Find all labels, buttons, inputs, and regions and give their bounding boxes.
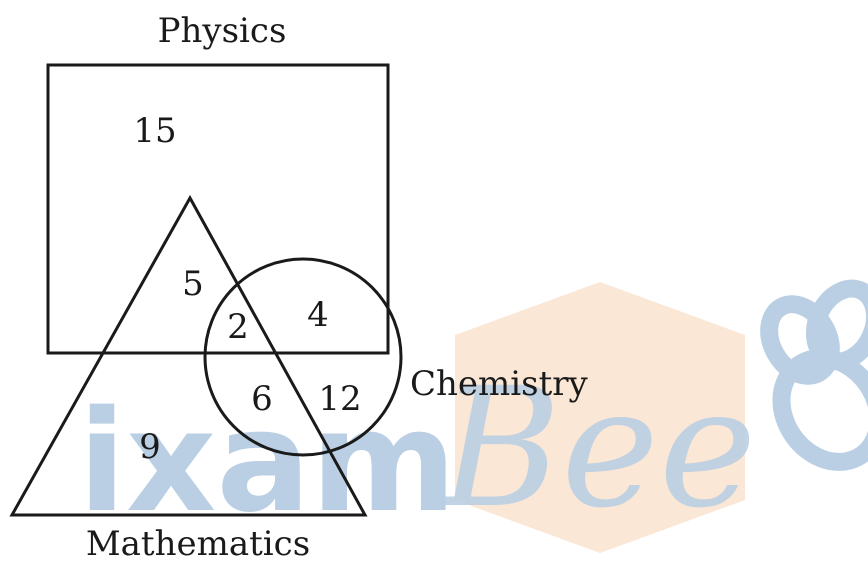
physics-rectangle xyxy=(46,63,390,355)
chemistry-label: Chemistry xyxy=(410,364,589,404)
watermark-bee-icon xyxy=(760,279,868,471)
region-physics-only: 15 xyxy=(133,111,176,151)
region-chemistry-only: 12 xyxy=(318,379,361,419)
region-chemistry-mathematics: 6 xyxy=(251,379,273,419)
mathematics-label: Mathematics xyxy=(86,524,310,563)
region-physics-chemistry: 4 xyxy=(307,295,329,335)
physics-label: Physics xyxy=(158,11,287,51)
region-mathematics-only: 9 xyxy=(139,427,161,467)
chemistry-circle xyxy=(203,257,403,457)
watermark: ixam Bee xyxy=(78,279,868,553)
watermark-text-bee: Bee xyxy=(437,352,757,544)
region-all-three: 2 xyxy=(227,307,249,347)
region-physics-mathematics: 5 xyxy=(182,264,204,304)
mathematics-triangle xyxy=(9,194,368,517)
watermark-hexagon xyxy=(455,282,745,553)
watermark-text-ixam: ixam xyxy=(78,381,457,544)
